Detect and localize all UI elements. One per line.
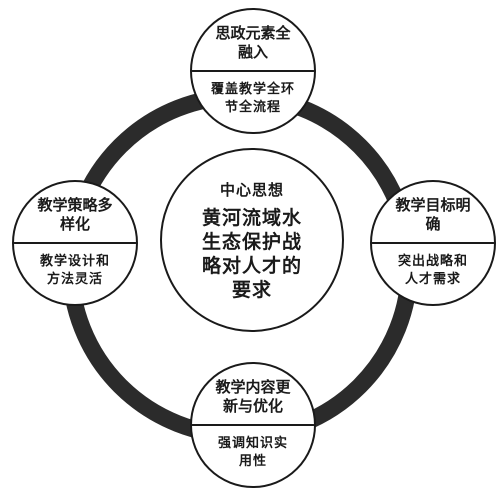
node-right-divider	[372, 242, 494, 244]
node-bottom-divider	[192, 424, 314, 426]
node-bottom-heading-area: 教学内容更 新与优化	[192, 364, 314, 424]
node-teaching-content: 教学内容更 新与优化 强调知识实 用性	[190, 362, 316, 488]
node-left-detail-area: 教学设计和 方法灵活	[14, 244, 136, 304]
node-top-divider	[192, 70, 314, 72]
node-left-heading-area: 教学策略多 样化	[14, 182, 136, 242]
center-idea-circle: 中心思想 黄河流域水 生态保护战 略对人才的 要求	[160, 148, 344, 332]
node-top-heading-area: 思政元素全 融入	[192, 10, 314, 70]
node-right-heading: 教学目标明 确	[395, 196, 471, 233]
node-left-heading: 教学策略多 样化	[37, 196, 113, 233]
node-left-detail: 教学设计和 方法灵活	[39, 254, 110, 287]
node-bottom-detail: 强调知识实 用性	[217, 436, 288, 469]
node-teaching-goals: 教学目标明 确 突出战略和 人才需求	[370, 180, 496, 306]
node-right-heading-area: 教学目标明 确	[372, 182, 494, 242]
center-body: 黄河流域水 生态保护战 略对人才的 要求	[201, 206, 302, 301]
node-right-detail-area: 突出战略和 人才需求	[372, 244, 494, 304]
center-title: 中心思想	[219, 180, 284, 199]
node-right-detail: 突出战略和 人才需求	[397, 254, 468, 287]
node-top-heading: 思政元素全 融入	[215, 24, 291, 61]
node-teaching-strategy: 教学策略多 样化 教学设计和 方法灵活	[12, 180, 138, 306]
node-top-detail-area: 覆盖教学全环 节全流程	[192, 72, 314, 132]
node-top-detail: 覆盖教学全环 节全流程	[210, 82, 295, 115]
node-bottom-detail-area: 强调知识实 用性	[192, 426, 314, 486]
node-ideological-elements: 思政元素全 融入 覆盖教学全环 节全流程	[190, 8, 316, 134]
node-bottom-heading: 教学内容更 新与优化	[215, 378, 291, 415]
node-left-divider	[14, 242, 136, 244]
